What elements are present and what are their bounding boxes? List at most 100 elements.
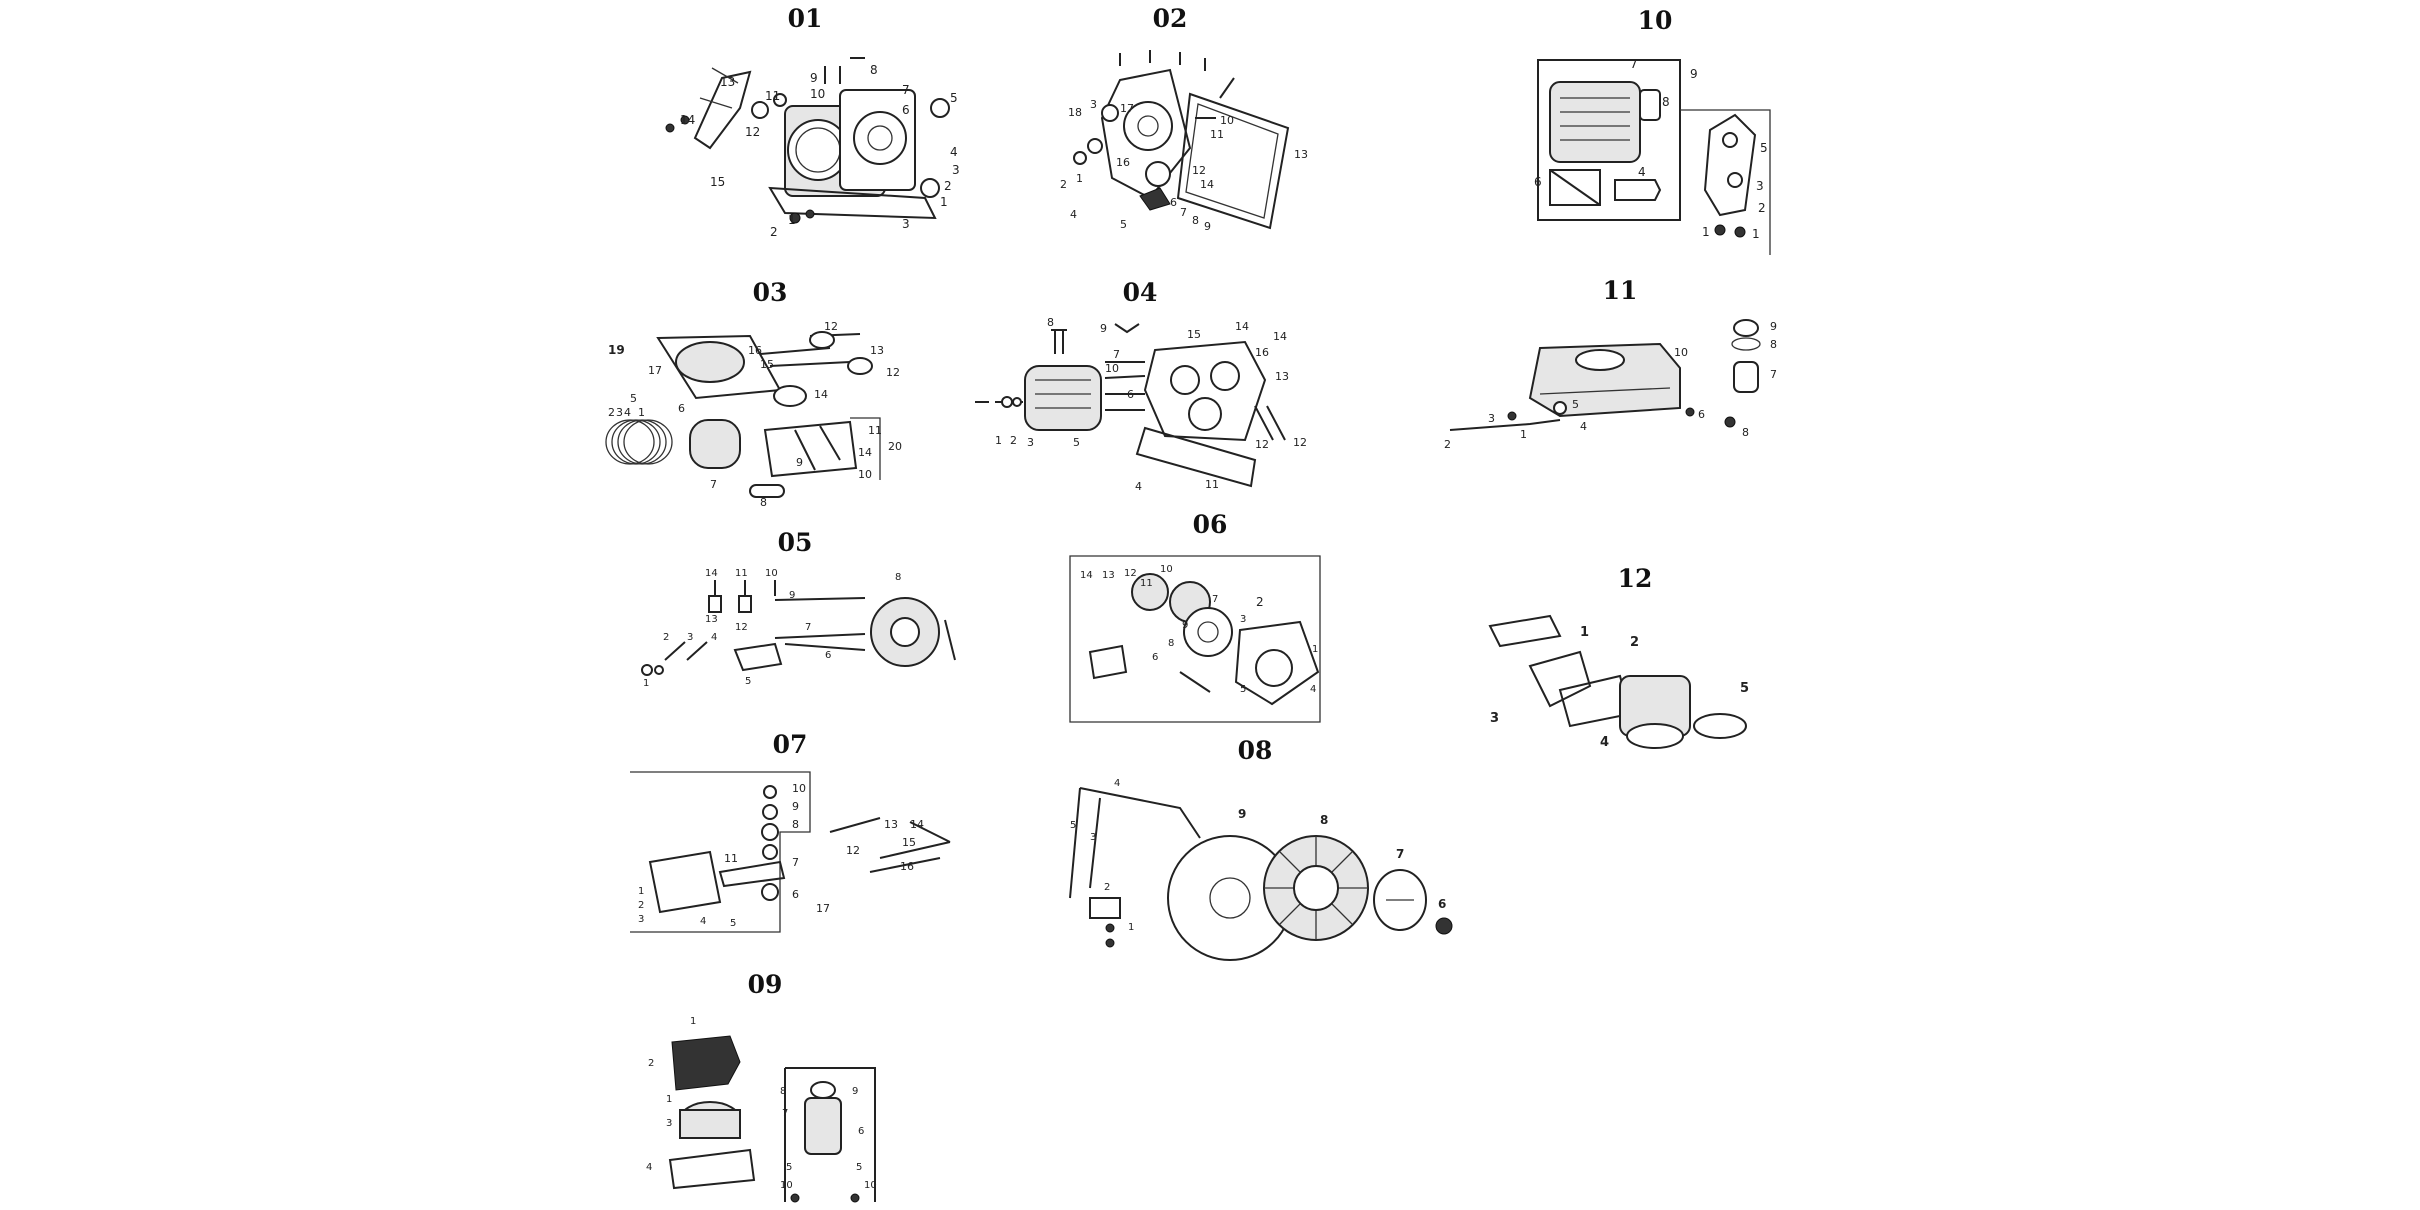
callout-label: 5 (950, 91, 958, 105)
panel-number: 02 (1152, 4, 1188, 33)
callout-label: 6 (1534, 175, 1542, 189)
crankcase-cover-illustration: 3 18 17 16 10 11 13 14 12 1 2 6 7 8 9 4 … (1060, 50, 1308, 233)
panel-number: 11 (1602, 276, 1638, 305)
callout-label: 8 (1192, 214, 1199, 227)
callout-label: 8 (1168, 638, 1174, 649)
callout-label: 14 (680, 113, 695, 127)
callout-label: 11 (1210, 128, 1224, 141)
callout-label: 8 (1662, 95, 1670, 109)
callout-label: 10 (1674, 346, 1688, 359)
callout-label: 4 (1310, 684, 1316, 695)
panel-11: 11 9 8 7 10 3 5 1 4 2 6 8 (1430, 276, 1810, 506)
callout-label: 11 (1205, 478, 1219, 491)
callout-label: 1 (1580, 625, 1589, 640)
callout-label: 15 (760, 358, 774, 371)
callout-label: 15 (902, 836, 916, 849)
callout-label: 13 (720, 75, 735, 89)
callout-label: 5 (630, 392, 637, 405)
callout-label: 13 (884, 818, 898, 831)
callout-label: 16 (1116, 156, 1130, 169)
callout-label: 13 (1102, 570, 1115, 581)
callout-label: 10 (864, 1180, 877, 1191)
callout-label: 7 (792, 856, 799, 869)
callout-label: 4 (1600, 735, 1609, 750)
callout-label: 14 (910, 818, 924, 831)
callout-label: 4 (624, 406, 631, 419)
callout-label: 10 (810, 87, 825, 101)
callout-label: 1 (1752, 227, 1760, 241)
callout-label: 15 (710, 175, 725, 189)
callout-label: 7 (1396, 847, 1404, 861)
callout-label: 12 (846, 844, 860, 857)
callout-label: 10 (780, 1180, 793, 1191)
callout-label: 10 (792, 782, 806, 795)
callout-label: 7 (710, 478, 717, 491)
callout-label: 16 (900, 860, 914, 873)
callout-label: 1 (788, 213, 796, 227)
callout-label: 13 (870, 344, 884, 357)
callout-label: 7 (1630, 57, 1638, 71)
callout-label: 9 (796, 456, 803, 469)
callout-label: 5 (1120, 218, 1127, 231)
panel-number: 03 (752, 278, 788, 307)
panel-09: 09 1 2 1 3 4 8 7 9 6 5 5 10 10 (630, 970, 900, 1203)
callout-label: 14 (1273, 330, 1287, 343)
air-cleaner-illustration: 1 2 1 3 4 8 7 9 6 5 5 10 10 (646, 1016, 877, 1203)
callout-label: 3 (1090, 98, 1097, 111)
callout-label: 14 (858, 446, 872, 459)
callout-label: 1 (643, 678, 649, 689)
panel-number: 04 (1122, 278, 1158, 307)
callout-label: 14 (814, 388, 828, 401)
callout-label: 6 (1152, 652, 1158, 663)
callout-label: 5 (1070, 820, 1076, 831)
callout-label: 14 (1200, 178, 1214, 191)
callout-label: 5 (730, 918, 736, 929)
callout-label: 7 (1113, 348, 1120, 361)
callout-label: 12 (1192, 164, 1206, 177)
flywheel-ignition-illustration: 5 4 3 2 1 9 8 7 6 (1069, 778, 1453, 961)
callout-label: 3 (1488, 412, 1495, 425)
callout-label: 4 (711, 632, 717, 643)
callout-label: 3 (616, 406, 623, 419)
callout-label: 6 (1170, 196, 1177, 209)
callout-label: 8 (1047, 316, 1054, 329)
callout-label: 11 (1140, 578, 1153, 589)
callout-label: 6 (1438, 897, 1446, 911)
callout-label: 12 (745, 125, 760, 139)
callout-label: 12 (1255, 438, 1269, 451)
callout-label: 3 (902, 217, 910, 231)
callout-label: 3 (687, 632, 693, 643)
callout-label: 7 (805, 622, 811, 633)
callout-label: 12 (886, 366, 900, 379)
callout-label: 12 (735, 622, 748, 633)
panel-02: 02 3 18 17 16 10 11 13 14 12 1 2 6 7 8 9… (1020, 4, 1320, 254)
callout-label: 13 (1294, 148, 1308, 161)
callout-label: 11 (724, 852, 738, 865)
callout-label: 1 (638, 406, 645, 419)
fuel-tank-illustration: 9 8 7 10 3 5 1 4 2 6 8 (1444, 319, 1777, 451)
callout-label: 1 (638, 886, 644, 897)
callout-label: 14 (1235, 320, 1249, 333)
panel-12: 12 1 2 3 4 5 (1470, 564, 1800, 784)
callout-label: 12 (824, 320, 838, 333)
callout-label: 2 (608, 406, 615, 419)
panel-number: 10 (1637, 6, 1673, 35)
callout-label: 2 (648, 1058, 654, 1069)
callout-label: 8 (895, 572, 901, 583)
panel-number: 05 (777, 528, 813, 557)
callout-label: 14 (1080, 570, 1093, 581)
callout-label: 12 (1124, 568, 1137, 579)
callout-label: 3 (1490, 711, 1499, 726)
callout-label: 1 (1128, 922, 1134, 933)
callout-label: 6 (678, 402, 685, 415)
callout-label: 15 (1187, 328, 1201, 341)
callout-label: 2 (944, 179, 952, 193)
callout-label: 5 (1572, 398, 1579, 411)
panel-07: 07 10 9 8 7 6 11 12 13 14 15 16 17 1 2 3… (620, 730, 960, 940)
callout-label: 2 (1060, 178, 1067, 191)
callout-label: 5 (1760, 141, 1768, 155)
callout-label: 16 (748, 344, 762, 357)
callout-label: 2 (1758, 201, 1766, 215)
callout-label: 12 (1293, 436, 1307, 449)
panel-number: 07 (772, 730, 808, 759)
